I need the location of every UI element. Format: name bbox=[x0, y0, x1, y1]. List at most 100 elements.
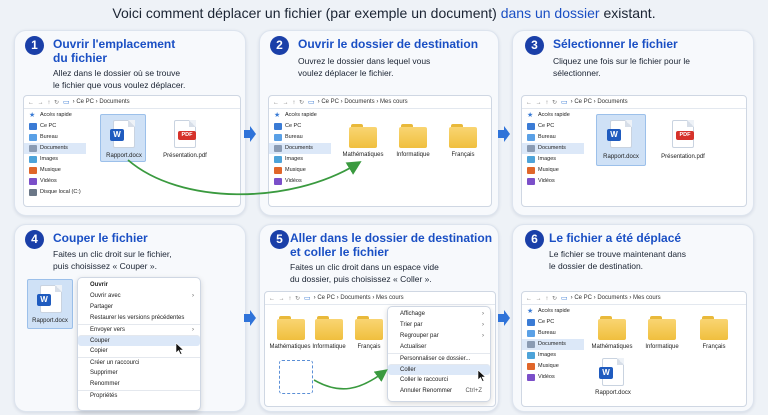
menu-item-actualiser[interactable]: Actualiser bbox=[400, 344, 427, 350]
chevron-right-icon: › bbox=[482, 322, 484, 328]
menu-item-partager[interactable]: Partager bbox=[90, 304, 114, 310]
folder-icon[interactable] bbox=[355, 316, 383, 340]
sidebar-item-images[interactable]: Images bbox=[24, 154, 86, 165]
word-document-icon[interactable]: W bbox=[599, 358, 624, 386]
menu-item-coller[interactable]: Coller bbox=[388, 364, 490, 375]
sidebar-item-documents[interactable]: Documents bbox=[522, 339, 584, 350]
sidebar-item-ce-pc[interactable]: Ce PC bbox=[522, 317, 584, 328]
sidebar-item-images[interactable]: Images bbox=[269, 154, 331, 165]
sidebar-item-musique[interactable]: Musique bbox=[24, 165, 86, 176]
menu-item-couper[interactable]: Couper bbox=[78, 335, 200, 346]
menu-item-envoyer-vers[interactable]: Envoyer vers› bbox=[78, 324, 200, 335]
menu-item-trier-par[interactable]: Trier par› bbox=[388, 320, 490, 331]
menu-item-ouvrir-avec[interactable]: Ouvrir avec› bbox=[78, 291, 200, 302]
sidebar-item-bureau[interactable]: Bureau bbox=[24, 132, 86, 143]
pdf-document-icon[interactable]: PDF bbox=[174, 120, 196, 148]
sidebar-item-musique[interactable]: Musique bbox=[522, 361, 584, 372]
step-description: Faites un clic droit dans un espace vide… bbox=[290, 262, 439, 284]
sidebar-item-acces-rapide[interactable]: ★Accès rapide bbox=[274, 112, 317, 119]
file-label-rapport: Rapport.docx bbox=[106, 153, 142, 159]
headline-end: existant. bbox=[603, 5, 656, 21]
address-bar[interactable]: ← → ↑ ↻ ▭ › Ce PC › Documents › Mes cour… bbox=[269, 96, 491, 109]
folder-icon[interactable] bbox=[349, 124, 377, 148]
sidebar-item-acces-rapide[interactable]: ★Accès rapide bbox=[527, 308, 570, 315]
step-6-panel: 6 Le fichier a été déplacé Le fichier se… bbox=[512, 224, 754, 412]
headline-text: Voici comment déplacer un fichier (par e… bbox=[112, 5, 497, 21]
sidebar-item-videos[interactable]: Vidéos bbox=[269, 176, 331, 187]
sidebar-item-images[interactable]: Images bbox=[522, 350, 584, 361]
sidebar-item-bureau[interactable]: Bureau bbox=[269, 132, 331, 143]
menu-item-coller-raccourci[interactable]: Coller le raccourci bbox=[400, 377, 449, 383]
sidebar-item-acces-rapide[interactable]: ★Accès rapide bbox=[29, 112, 72, 119]
sidebar-item-ce-pc[interactable]: Ce PC bbox=[522, 121, 584, 132]
pc-icon: ▭ bbox=[561, 99, 568, 106]
step-title: Ouvrir le dossier de destination bbox=[298, 37, 479, 51]
pdf-document-icon[interactable]: PDF bbox=[672, 120, 694, 148]
pc-icon: ▭ bbox=[561, 295, 568, 302]
step-title: Sélectionner le fichier bbox=[553, 37, 678, 51]
menu-item-affichage[interactable]: Affichage› bbox=[388, 309, 490, 320]
mouse-cursor-icon bbox=[175, 343, 185, 355]
folder-label-francais: Français bbox=[357, 344, 381, 350]
word-document-icon[interactable]: W bbox=[110, 120, 135, 148]
sidebar-item-videos[interactable]: Vidéos bbox=[522, 176, 584, 187]
step-2-panel: 2 Ouvrir le dossier de destination Ouvre… bbox=[259, 30, 499, 216]
folder-icon[interactable] bbox=[315, 316, 343, 340]
folder-icon[interactable] bbox=[598, 316, 626, 340]
sidebar-item-ce-pc[interactable]: Ce PC bbox=[269, 121, 331, 132]
step-description: Faites un clic droit sur le fichier,puis… bbox=[53, 249, 172, 271]
folder-icon[interactable] bbox=[700, 316, 728, 340]
folder-icon[interactable] bbox=[648, 316, 676, 340]
chevron-right-icon: › bbox=[482, 333, 484, 339]
sidebar-item-musique[interactable]: Musique bbox=[522, 165, 584, 176]
file-label-presentation: Présentation.pdf bbox=[661, 154, 705, 160]
sidebar-item-images[interactable]: Images bbox=[522, 154, 584, 165]
menu-item-ouvrir[interactable]: Ouvrir bbox=[90, 282, 109, 288]
step-number: 6 bbox=[525, 230, 544, 249]
sidebar-item-documents[interactable]: Documents bbox=[269, 143, 331, 154]
address-bar[interactable]: ← → ↑ ↻ ▭ › Ce PC › Documents bbox=[24, 96, 240, 109]
chevron-right-icon: › bbox=[192, 293, 194, 299]
folder-context-menu: Affichage› Trier par› Regrouper par› Act… bbox=[387, 306, 491, 402]
sidebar-item-bureau[interactable]: Bureau bbox=[522, 132, 584, 143]
sidebar-item-acces-rapide[interactable]: ★Accès rapide bbox=[527, 112, 570, 119]
folder-icon[interactable] bbox=[449, 124, 477, 148]
menu-item-supprimer[interactable]: Supprimer bbox=[90, 370, 118, 376]
sidebar-item-videos[interactable]: Vidéos bbox=[522, 372, 584, 383]
headline: Voici comment déplacer un fichier (par e… bbox=[0, 5, 768, 21]
folder-icon[interactable] bbox=[277, 316, 305, 340]
address-bar[interactable]: ← → ↑ ↻ ▭ › Ce PC › Documents bbox=[522, 96, 746, 109]
address-bar[interactable]: ← → ↑ ↻ ▭ › Ce PC › Documents › Mes cour… bbox=[265, 292, 495, 305]
sidebar-item-bureau[interactable]: Bureau bbox=[522, 328, 584, 339]
arrow-right-icon bbox=[498, 126, 510, 142]
menu-item-proprietes[interactable]: Propriétés bbox=[78, 390, 200, 401]
menu-item-copier[interactable]: Copier bbox=[90, 348, 108, 354]
folder-icon[interactable] bbox=[399, 124, 427, 148]
explorer-window: ← → ↑ ↻ ▭ › Ce PC › Documents ★Accès rap… bbox=[521, 95, 747, 207]
step-title: Couper le fichier bbox=[53, 231, 148, 245]
sidebar-item-ce-pc[interactable]: Ce PC bbox=[24, 121, 86, 132]
sidebar-item-documents[interactable]: Documents bbox=[24, 143, 86, 154]
explorer-window: ← → ↑ ↻ ▭ › Ce PC › Documents › Mes cour… bbox=[264, 291, 496, 407]
explorer-sidebar: ★Accès rapide Ce PC Bureau Documents Ima… bbox=[269, 110, 331, 187]
explorer-sidebar: ★Accès rapide Ce PC Bureau Documents Ima… bbox=[24, 110, 86, 198]
menu-item-personnaliser[interactable]: Personnaliser ce dossier... bbox=[388, 353, 490, 364]
menu-item-regrouper-par[interactable]: Regrouper par› bbox=[388, 331, 490, 342]
nav-arrows-icon: ← → ↑ ↻ bbox=[269, 295, 302, 302]
sidebar-item-documents[interactable]: Documents bbox=[522, 143, 584, 154]
file-context-menu: Ouvrir Ouvrir avec› Partager Restaurer l… bbox=[77, 277, 201, 411]
sidebar-item-videos[interactable]: Vidéos bbox=[24, 176, 86, 187]
sidebar-item-disque-local[interactable]: Disque local (C:) bbox=[24, 187, 86, 198]
menu-item-creer-raccourci[interactable]: Créer un raccourci bbox=[78, 357, 200, 368]
word-document-icon[interactable]: W bbox=[607, 120, 632, 148]
word-document-icon[interactable]: W bbox=[37, 285, 62, 313]
arrow-right-icon bbox=[498, 310, 510, 326]
folder-label-mathematiques: Mathématiques bbox=[269, 344, 311, 350]
address-bar[interactable]: ← → ↑ ↻ ▭ › Ce PC › Documents › Mes cour… bbox=[522, 292, 746, 305]
menu-item-restaurer[interactable]: Restaurer les versions précédentes bbox=[90, 315, 185, 321]
sidebar-item-musique[interactable]: Musique bbox=[269, 165, 331, 176]
menu-item-renommer[interactable]: Renommer bbox=[90, 381, 120, 387]
